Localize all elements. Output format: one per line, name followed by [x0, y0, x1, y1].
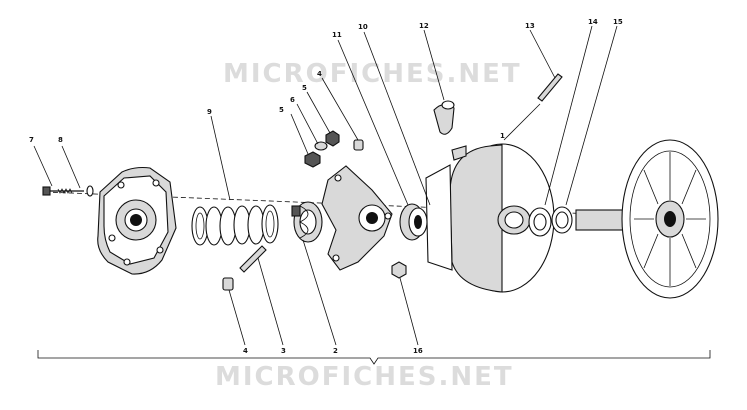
part-fixed-sheave: [575, 139, 719, 299]
callout-15: 15: [613, 18, 623, 26]
callout-2: 2: [333, 347, 338, 355]
part-spring-9: [191, 204, 279, 246]
part-bushing: [399, 203, 428, 241]
callout-10: 10: [358, 23, 368, 31]
callout-1: 1: [500, 132, 505, 140]
callout-5b: 5: [302, 84, 307, 92]
callout-12: 12: [419, 22, 429, 30]
callout-4-upper: 4: [317, 70, 322, 78]
part-spider-hub: [321, 165, 393, 271]
callout-6: 6: [290, 96, 295, 104]
callout-13: 13: [525, 22, 535, 30]
part-nut-16: [391, 261, 407, 279]
assembly-bracket: [37, 350, 711, 365]
watermark-top: MICROFICHES.NET: [223, 59, 522, 89]
part-roller-12: [433, 100, 455, 135]
callout-8: 8: [58, 136, 63, 144]
callout-labels: 7 8 9 5 6 5 4 11 10 12 13 14 15 4 3 2 16…: [29, 18, 623, 355]
part-spacer-15: [551, 206, 573, 234]
part-washer-8: [86, 185, 94, 197]
part-nut-5b: [325, 130, 340, 147]
callout-7: 7: [29, 136, 34, 144]
part-pin-13: [537, 73, 563, 102]
part-washer-6: [314, 141, 328, 151]
callout-5a: 5: [279, 106, 284, 114]
leader-lines: [33, 25, 618, 346]
part-nut-5a: [304, 151, 321, 168]
callout-9: 9: [207, 108, 212, 116]
part-cap-4-upper: [353, 139, 364, 151]
callout-16: 16: [413, 347, 423, 355]
part-cap-4-lower: [222, 277, 234, 291]
part-threaded-nut-2: [291, 201, 323, 243]
part-pin-3: [239, 245, 267, 273]
part-spacer-14: [528, 207, 552, 237]
watermark-bottom: MICROFICHES.NET: [215, 362, 514, 392]
callout-3: 3: [281, 347, 286, 355]
callout-4-lower: 4: [243, 347, 248, 355]
part-bolt-7: [42, 186, 84, 196]
callout-14: 14: [588, 18, 598, 26]
part-movable-sheave: [425, 143, 555, 293]
part-cover-plate-1: [97, 166, 177, 275]
callout-11: 11: [332, 31, 342, 39]
